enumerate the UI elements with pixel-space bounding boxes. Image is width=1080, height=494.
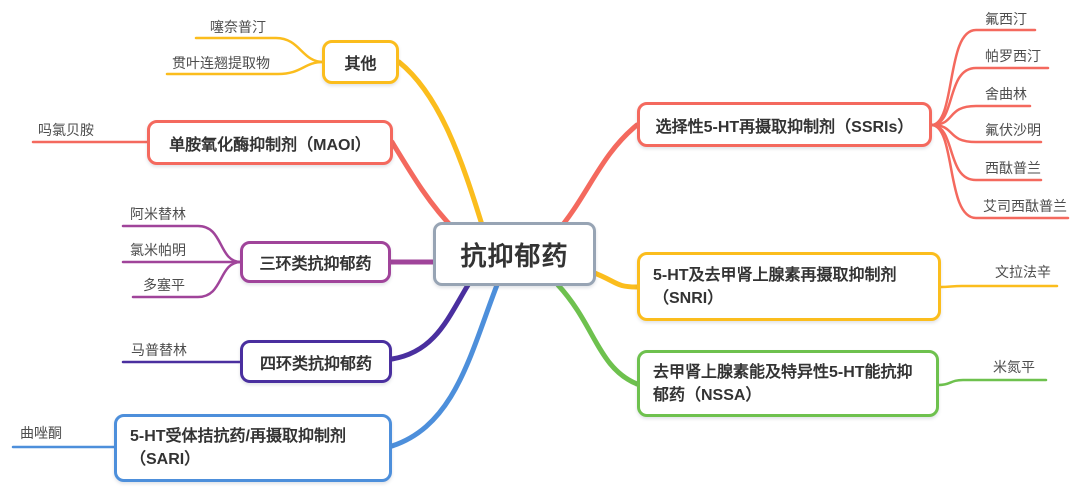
leaf-st-johns-wort[interactable]: 贯叶连翘提取物 <box>172 55 270 71</box>
leaf-escitalopram[interactable]: 艾司西酞普兰 <box>983 198 1067 214</box>
leaf-tianeptine[interactable]: 噻奈普汀 <box>210 19 266 35</box>
branch-node-teca[interactable]: 四环类抗抑郁药 <box>240 340 392 383</box>
leaf-line-fluoxetine <box>930 28 1037 127</box>
branch-node-maoi[interactable]: 单胺氧化酶抑制剂（MAOI） <box>147 120 393 165</box>
branch-node-other[interactable]: 其他 <box>322 40 399 84</box>
leaf-venlafaxine[interactable]: 文拉法辛 <box>995 264 1051 280</box>
branch-node-ssri[interactable]: 选择性5-HT再摄取抑制剂（SSRIs） <box>637 102 932 147</box>
leaf-line-venlafaxine <box>939 284 1059 289</box>
leaf-mirtazapine[interactable]: 米氮平 <box>993 359 1035 375</box>
leaf-line-fluvoxamine <box>930 123 1043 144</box>
branch-line-other <box>396 59 486 231</box>
leaf-amitriptyline[interactable]: 阿米替林 <box>130 206 186 222</box>
leaf-paroxetine[interactable]: 帕罗西汀 <box>985 48 1041 64</box>
leaf-line-escitalopram <box>930 123 1070 220</box>
leaf-fluvoxamine[interactable]: 氟伏沙明 <box>985 122 1041 138</box>
branch-node-nssa[interactable]: 去甲肾上腺素能及特异性5-HT能抗抑郁药（NSSA） <box>637 350 939 417</box>
leaf-maprotiline[interactable]: 马普替林 <box>131 342 187 358</box>
leaf-line-mirtazapine <box>937 378 1048 387</box>
leaf-clomipramine[interactable]: 氯米帕明 <box>130 242 186 258</box>
leaf-line-tianeptine <box>194 36 325 64</box>
branch-node-sari[interactable]: 5-HT受体拮抗药/再摄取抑制剂（SARI） <box>114 414 392 482</box>
leaf-moclobemide[interactable]: 吗氯贝胺 <box>38 122 94 138</box>
leaf-doxepin[interactable]: 多塞平 <box>143 277 185 293</box>
leaf-trazodone[interactable]: 曲唑酮 <box>20 425 62 441</box>
branch-line-snri <box>589 269 640 290</box>
branch-line-sari <box>389 282 500 449</box>
branch-line-nssa <box>555 282 640 387</box>
branch-line-ssri <box>553 122 640 236</box>
branch-line-maoi <box>389 139 458 233</box>
central-topic[interactable]: 抗抑郁药 <box>433 222 596 286</box>
leaf-sertraline[interactable]: 舍曲林 <box>985 86 1027 102</box>
branch-node-tca[interactable]: 三环类抗抑郁药 <box>240 241 391 283</box>
branch-node-snri[interactable]: 5-HT及去甲肾上腺素再摄取抑制剂（SNRI） <box>637 252 941 321</box>
leaf-line-amitriptyline <box>121 224 243 264</box>
leaf-fluoxetine[interactable]: 氟西汀 <box>985 11 1027 27</box>
branch-line-teca <box>389 282 471 362</box>
leaf-line-doxepin <box>131 260 243 299</box>
leaf-line-st-johns-wort <box>165 60 325 76</box>
leaf-line-paroxetine <box>930 66 1050 127</box>
leaf-citalopram[interactable]: 西酞普兰 <box>985 160 1041 176</box>
